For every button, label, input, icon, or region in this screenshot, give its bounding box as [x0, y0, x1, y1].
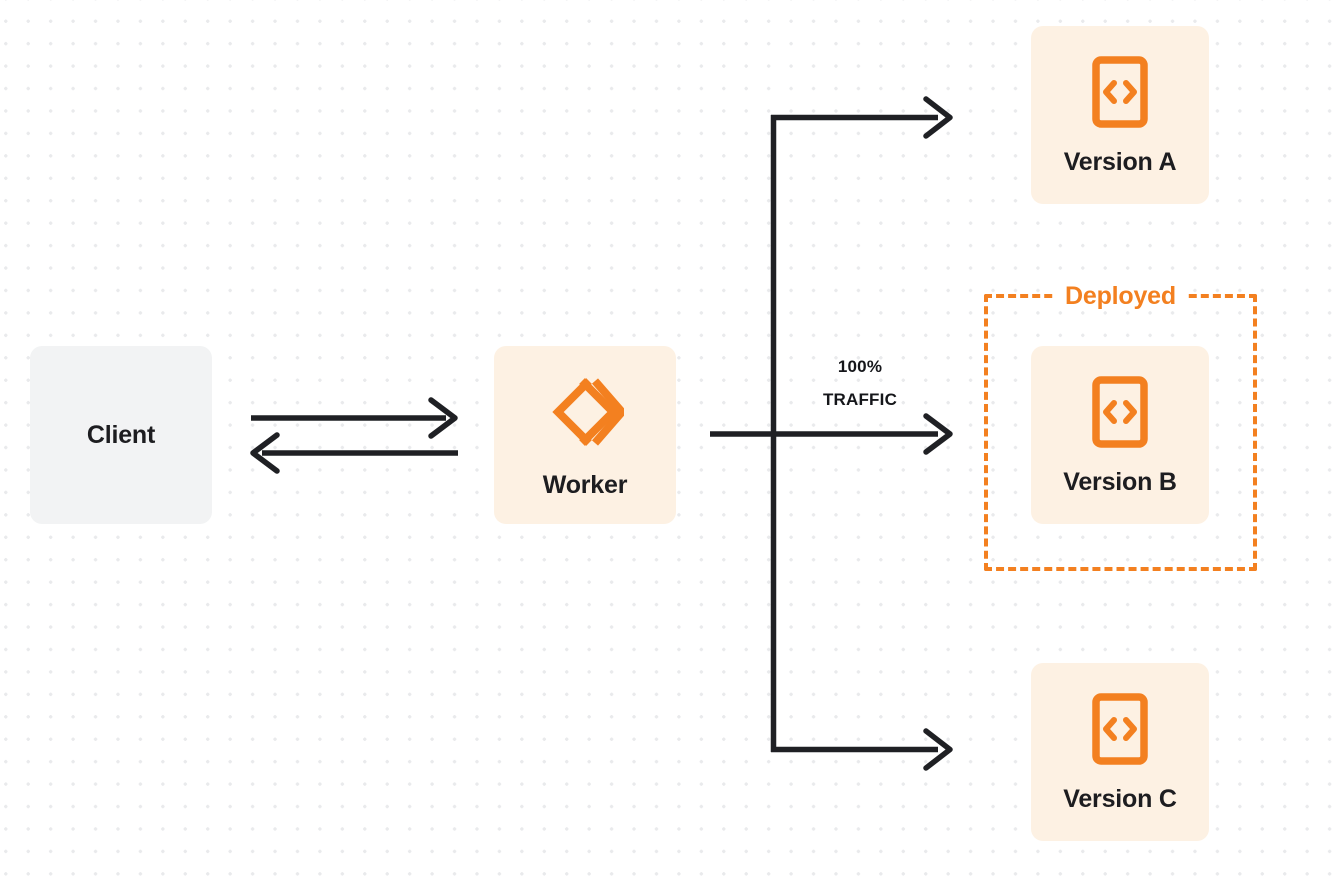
deployed-group-label: Deployed	[1055, 281, 1186, 311]
node-version-c-label: Version C	[1063, 784, 1177, 813]
node-version-b-label: Version B	[1063, 467, 1177, 496]
node-worker[interactable]: Worker	[494, 346, 676, 524]
traffic-percent: 100%	[837, 357, 883, 376]
edge-worker-to-client	[250, 432, 458, 474]
node-client[interactable]: Client	[30, 346, 212, 524]
arrowhead-version-a	[923, 96, 953, 139]
code-file-icon	[1092, 55, 1148, 128]
code-file-icon	[1092, 375, 1148, 448]
deployed-group[interactable]: Deployed	[984, 281, 1257, 571]
arrowhead-version-b	[923, 413, 953, 455]
node-version-b[interactable]: Version B	[1031, 346, 1209, 524]
edge-client-to-worker	[251, 397, 458, 439]
traffic-label: 100% TRAFFIC	[795, 350, 925, 416]
node-version-c[interactable]: Version C	[1031, 663, 1209, 841]
code-file-icon	[1092, 692, 1148, 765]
node-client-label: Client	[86, 420, 156, 449]
node-version-a-label: Version A	[1063, 147, 1177, 176]
arrowhead-version-c	[923, 728, 953, 771]
node-version-a[interactable]: Version A	[1031, 26, 1209, 204]
node-worker-label: Worker	[542, 470, 628, 499]
edge-worker-to-versions	[710, 96, 953, 771]
traffic-unit: TRAFFIC	[822, 390, 898, 410]
cloudflare-workers-icon	[546, 373, 628, 451]
